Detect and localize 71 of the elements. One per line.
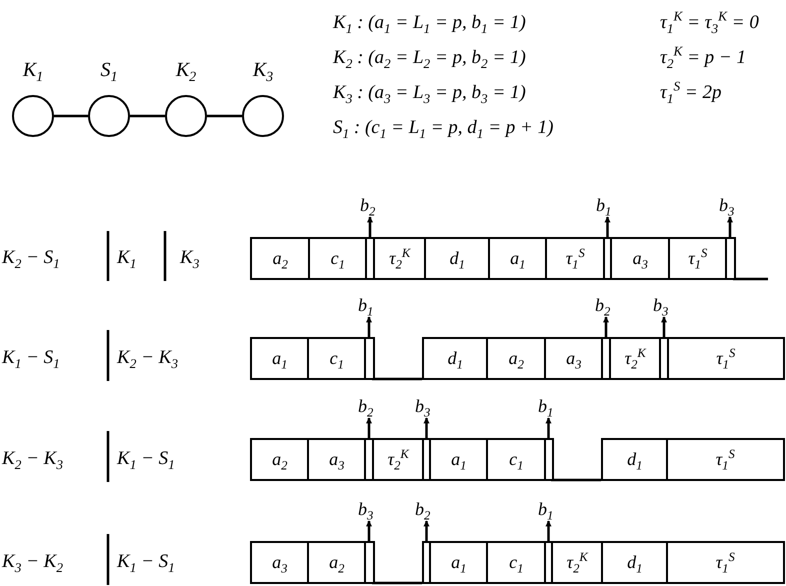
time-slot: d$_{1}$: [422, 337, 488, 380]
formula-text: τ$_{1}$$^{K}$ = τ$_{3}$$^{K}$ = 0: [660, 12, 759, 34]
time-slot: a$_{3}$: [610, 237, 670, 280]
narrow-bar: [725, 237, 736, 280]
time-slot: a$_{1}$: [250, 337, 310, 380]
arrow: [661, 316, 667, 337]
marker-label: b$_{3}$: [415, 396, 430, 416]
narrow-bar: [364, 541, 374, 584]
row-label: K$_{1}$ − S$_{1}$: [117, 448, 175, 470]
connector-line: [130, 114, 165, 118]
formula-text: τ$_{1}$$^{S}$ = 2p: [660, 82, 722, 104]
marker-label: b$_{1}$: [538, 396, 554, 416]
time-slot: a$_{1}$: [429, 541, 488, 584]
marker-label: b$_{2}$: [360, 195, 376, 215]
arrow: [604, 216, 610, 237]
narrow-bar: [544, 438, 554, 481]
marker-label: b$_{3}$: [653, 295, 668, 315]
marker-label: b$_{1}$: [596, 195, 612, 215]
arrow: [546, 417, 552, 438]
row-label: K$_{1}$ − S$_{1}$: [117, 551, 175, 573]
marker-label: b$_{2}$: [358, 396, 374, 416]
time-slot: c$_{1}$: [308, 237, 368, 280]
formula-text: K$_{2}$ : (a$_{2}$ = L$_{2}$ = p, b$_{2}$ = 1): [333, 47, 526, 69]
time-slot: a$_{2}$: [250, 237, 310, 280]
node-label: K$_{1}$: [22, 59, 44, 81]
time-slot: a$_{2}$: [250, 438, 310, 481]
arrow: [546, 520, 552, 541]
marker-label: b$_{2}$: [415, 499, 430, 519]
arrow: [366, 520, 372, 541]
marker-label: b$_{2}$: [595, 295, 610, 315]
time-slot: d$_{1}$: [601, 438, 668, 481]
arrow: [366, 417, 372, 438]
time-slot: a$_{2}$: [307, 541, 366, 584]
marker-label: b$_{1}$: [538, 499, 554, 519]
formula-text: K$_{3}$ : (a$_{3}$ = L$_{3}$ = p, b$_{3}$ = 1): [333, 82, 526, 104]
time-slot: a$_{1}$: [488, 237, 548, 280]
formula-text: K$_{1}$ : (a$_{1}$ = L$_{1}$ = p, b$_{1}$ = 1): [333, 12, 526, 34]
time-slot: a$_{3}$: [307, 438, 366, 481]
marker-label: b$_{3}$: [358, 499, 374, 519]
narrow-bar: [364, 337, 374, 380]
time-slot: a$_{2}$: [486, 337, 546, 380]
time-slot: c$_{1}$: [486, 541, 546, 584]
connector-line: [207, 114, 242, 118]
row-label: K$_{1}$ − S$_{1}$: [2, 347, 60, 369]
row-label: K$_{3}$ − K$_{2}$: [2, 551, 63, 573]
arrow: [424, 520, 430, 541]
formula-text: τ$_{2}$$^{K}$ = p − 1: [660, 47, 746, 69]
row-label: K$_{1}$: [117, 247, 136, 269]
node-label: K$_{2}$: [176, 59, 196, 81]
arrow: [603, 316, 609, 337]
time-slot: a$_{3}$: [544, 337, 604, 380]
node-label: K$_{3}$: [252, 59, 274, 81]
connector-line: [54, 114, 88, 118]
formula-text: S$_{1}$ : (c$_{1}$ = L$_{1}$ = p, d$_{1}$ = p + 1): [333, 117, 554, 139]
arrow: [727, 216, 733, 237]
row-label: K$_{3}$: [180, 247, 200, 269]
arrow: [424, 417, 430, 438]
time-slot: c$_{1}$: [307, 337, 366, 380]
row-label: K$_{2}$ − K$_{3}$: [2, 448, 63, 470]
time-slot: a$_{3}$: [250, 541, 310, 584]
marker-label: b$_{3}$: [719, 195, 734, 215]
arrow: [366, 316, 372, 337]
marker-label: b$_{1}$: [358, 295, 374, 315]
row-label: K$_{2}$ − K$_{3}$: [117, 347, 178, 369]
time-slot: d$_{1}$: [424, 237, 490, 280]
time-slot: d$_{1}$: [601, 541, 668, 584]
row-label: K$_{2}$ − S$_{1}$: [2, 247, 60, 269]
time-slot: c$_{1}$: [486, 438, 546, 481]
arrow: [367, 216, 373, 237]
node-label: S$_{1}$: [100, 59, 118, 81]
time-slot: a$_{1}$: [429, 438, 488, 481]
